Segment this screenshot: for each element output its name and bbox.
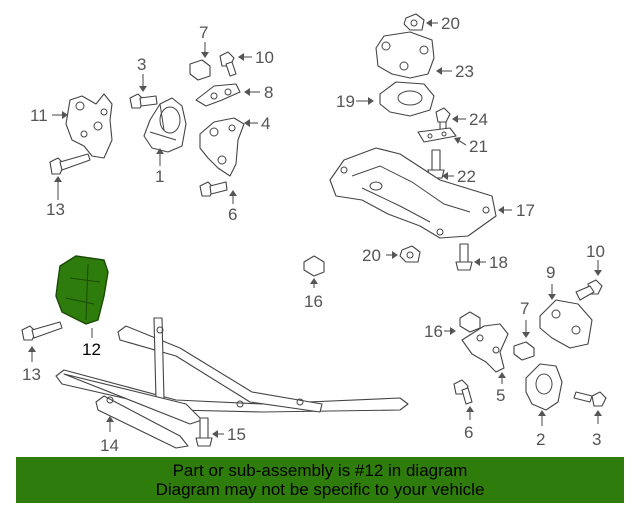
banner-line-2: Diagram may not be specific to your vehi… bbox=[155, 480, 485, 499]
part-7-pad-lower[interactable] bbox=[513, 341, 535, 361]
callout-20-top: 20 bbox=[441, 14, 460, 33]
callout-7-lower: 7 bbox=[520, 299, 529, 318]
part-7-pad-top[interactable] bbox=[189, 59, 211, 81]
callout-22: 22 bbox=[457, 167, 476, 186]
callout-9: 9 bbox=[546, 263, 555, 282]
part-6-bolt-top[interactable] bbox=[199, 181, 228, 197]
part-9-bracket[interactable] bbox=[539, 299, 593, 349]
part-17-crossmember[interactable] bbox=[329, 147, 497, 239]
callout-13-lower: 13 bbox=[22, 365, 41, 384]
callout-6-top: 6 bbox=[228, 205, 237, 224]
callout-15: 15 bbox=[227, 425, 246, 444]
part-12-highlighted-bracket[interactable] bbox=[55, 255, 109, 325]
part-14-subframe-braces[interactable] bbox=[55, 317, 409, 449]
callout-24: 24 bbox=[469, 110, 488, 129]
callout-3-lower: 3 bbox=[592, 430, 601, 449]
part-21-plate[interactable] bbox=[417, 127, 457, 143]
callout-4: 4 bbox=[261, 114, 270, 133]
callout-21: 21 bbox=[469, 137, 488, 156]
part-23-bracket[interactable] bbox=[375, 31, 435, 79]
part-8-bracket[interactable] bbox=[195, 83, 241, 107]
part-4-bracket[interactable] bbox=[199, 117, 245, 177]
part-13-bolt-top[interactable] bbox=[49, 153, 91, 175]
callout-14: 14 bbox=[100, 436, 119, 455]
callout-16-lower: 16 bbox=[424, 322, 443, 341]
part-20-nut-top[interactable] bbox=[403, 13, 425, 31]
parts-diagram: 11 13 3 1 7 10 8 4 bbox=[21, 13, 607, 455]
callout-3-top: 3 bbox=[137, 55, 146, 74]
callout-19: 19 bbox=[336, 92, 355, 111]
callout-11: 11 bbox=[30, 106, 48, 125]
part-2-mount[interactable] bbox=[525, 363, 563, 411]
info-banner: Part or sub-assembly is #12 in diagram D… bbox=[16, 457, 624, 503]
part-18-bolt[interactable] bbox=[455, 243, 473, 271]
callout-18: 18 bbox=[489, 253, 508, 272]
part-10-bolt-top[interactable] bbox=[219, 51, 237, 77]
part-3-bolt-lower[interactable] bbox=[573, 391, 607, 407]
part-3-bolt-top[interactable] bbox=[129, 93, 158, 109]
callout-17: 17 bbox=[516, 201, 535, 220]
part-5-bracket[interactable] bbox=[461, 323, 509, 373]
callout-2: 2 bbox=[536, 430, 545, 449]
callout-20-lower: 20 bbox=[362, 246, 381, 265]
part-1-engine-mount[interactable] bbox=[143, 97, 187, 153]
callout-10-lower: 10 bbox=[586, 242, 605, 261]
callout-1: 1 bbox=[155, 167, 164, 186]
callout-23: 23 bbox=[455, 62, 474, 81]
callout-13-top: 13 bbox=[46, 200, 65, 219]
part-19-trans-mount[interactable] bbox=[379, 81, 435, 117]
part-6-bolt-lower[interactable] bbox=[453, 379, 473, 405]
part-16-pad-lower[interactable] bbox=[459, 311, 481, 333]
part-13-bolt-lower[interactable] bbox=[21, 321, 63, 341]
part-16-pad-middle[interactable] bbox=[303, 255, 325, 277]
part-20-nut-lower[interactable] bbox=[399, 245, 421, 263]
part-10-bolt-lower[interactable] bbox=[575, 279, 603, 301]
callout-6-lower: 6 bbox=[464, 423, 473, 442]
callout-16-middle: 16 bbox=[304, 292, 323, 311]
callout-12: 12 bbox=[82, 340, 101, 359]
callout-8: 8 bbox=[264, 83, 273, 102]
banner-line-1: Part or sub-assembly is #12 in diagram bbox=[172, 461, 468, 480]
part-11-bracket[interactable] bbox=[65, 93, 113, 159]
part-15-bolt[interactable] bbox=[195, 417, 213, 447]
callout-10-top: 10 bbox=[255, 48, 274, 67]
callout-7-top: 7 bbox=[199, 23, 208, 42]
callout-5: 5 bbox=[496, 386, 505, 405]
